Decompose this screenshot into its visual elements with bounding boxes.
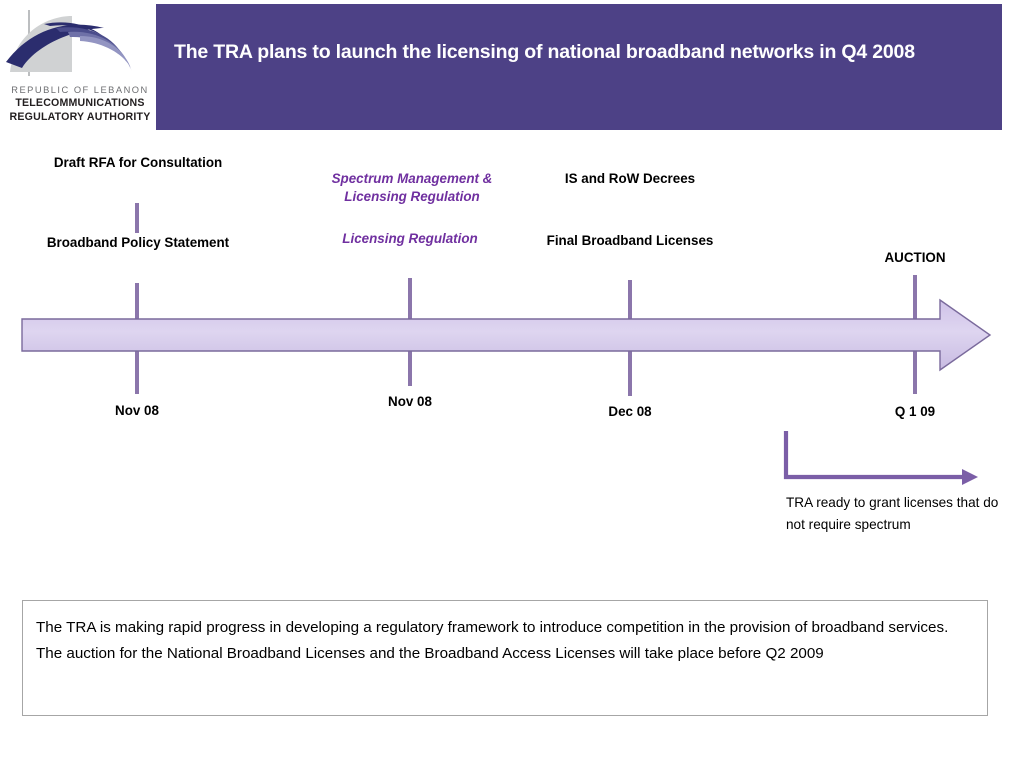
milestone-m2-date: Nov 08	[388, 394, 432, 409]
tick-line-m2-main	[408, 278, 412, 321]
milestone-m1-main-label: Broadband Policy Statement	[46, 235, 230, 250]
milestone-m1-top-label: Draft RFA for Consultation	[53, 155, 223, 170]
tick-line-m4-lower	[913, 350, 917, 394]
milestone-m2-main-label: Licensing Regulation	[342, 231, 478, 246]
milestone-m4-date: Q 1 09	[894, 404, 936, 419]
milestone-m3-date: Dec 08	[608, 404, 652, 419]
tick-line-m2-lower	[408, 350, 412, 386]
tra-swoosh-logo-icon	[0, 6, 160, 84]
slide-header-bar: The TRA plans to launch the licensing of…	[156, 4, 1002, 130]
tick-line-m4-main	[913, 275, 917, 321]
logo-line-1: REPUBLIC OF LEBANON	[11, 85, 149, 95]
callout-arrow-head	[962, 469, 978, 485]
milestone-m2-top-label: Spectrum Management & Licensing Regulati…	[331, 171, 493, 204]
milestone-m1-date: Nov 08	[115, 403, 159, 418]
milestone-m3-top-label: IS and RoW Decrees	[564, 171, 696, 186]
logo-text-block: REPUBLIC OF LEBANON TELECOMMUNICATIONS R…	[0, 84, 160, 124]
logo-line-2: TELECOMMUNICATIONS	[15, 97, 145, 109]
milestone-m4-main-label: AUCTION	[884, 250, 946, 265]
milestone-m3-main-label: Final Broadband Licenses	[546, 233, 714, 248]
tick-line-m3-main	[628, 280, 632, 321]
tick-line-m1-main	[135, 283, 139, 321]
page-title: The TRA plans to launch the licensing of…	[174, 41, 915, 63]
logo-line-3: REGULATORY AUTHORITY	[9, 110, 151, 123]
tra-logo: REPUBLIC OF LEBANON TELECOMMUNICATIONS R…	[0, 6, 160, 132]
tick-line-m1-upper	[135, 203, 139, 233]
tick-line-m1-lower	[135, 350, 139, 394]
summary-box: The TRA is making rapid progress in deve…	[22, 600, 988, 716]
timeline-arrow-shape	[21, 298, 992, 372]
callout-note-text: TRA ready to grant licenses that do not …	[786, 495, 999, 532]
summary-text: The TRA is making rapid progress in deve…	[36, 619, 949, 662]
tick-line-m3-lower	[628, 350, 632, 396]
callout-arrow-line	[783, 431, 966, 480]
